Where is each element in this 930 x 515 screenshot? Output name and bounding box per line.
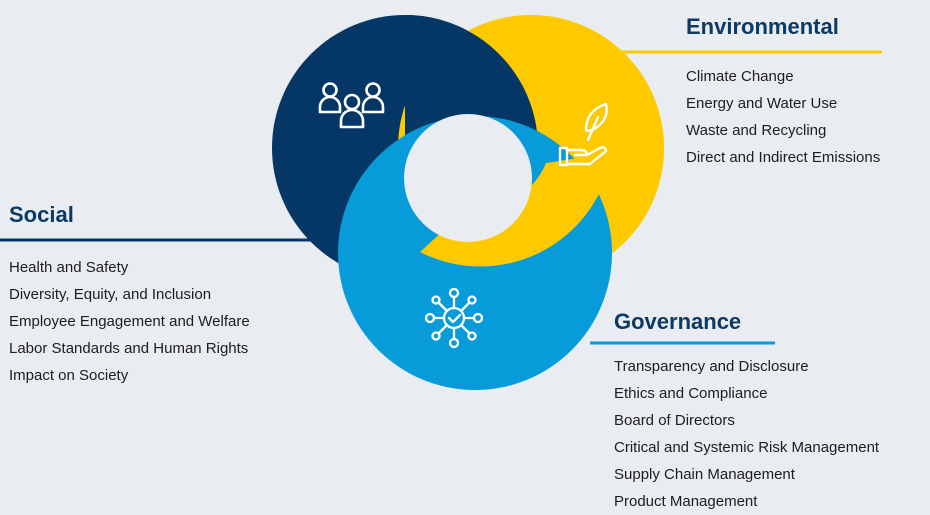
social-title: Social bbox=[9, 202, 74, 227]
social-item: Diversity, Equity, and Inclusion bbox=[9, 286, 212, 303]
governance-title: Governance bbox=[614, 309, 742, 334]
governance-item: Transparency and Disclosure bbox=[614, 358, 809, 375]
environmental-item: Waste and Recycling bbox=[686, 122, 827, 139]
governance-item: Product Management bbox=[614, 493, 758, 510]
governance-list: Transparency and Disclosure Ethics and C… bbox=[614, 353, 879, 515]
social-item: Labor Standards and Human Rights bbox=[9, 340, 249, 357]
governance-item: Board of Directors bbox=[614, 412, 735, 429]
social-list: Health and Safety Diversity, Equity, and… bbox=[9, 254, 250, 389]
social-overlap bbox=[405, 15, 538, 148]
network-check-icon bbox=[424, 287, 484, 349]
center-hole bbox=[404, 114, 532, 242]
governance-item: Critical and Systemic Risk Management bbox=[614, 439, 880, 456]
environmental-title: Environmental bbox=[686, 14, 839, 39]
environmental-item: Climate Change bbox=[686, 68, 794, 85]
hand-holding-leaf-icon bbox=[558, 102, 608, 167]
governance-item: Ethics and Compliance bbox=[614, 385, 768, 402]
social-item: Employee Engagement and Welfare bbox=[9, 313, 250, 330]
social-item: Health and Safety bbox=[9, 259, 129, 276]
social-item: Impact on Society bbox=[9, 367, 129, 384]
governance-item: Supply Chain Management bbox=[614, 466, 795, 483]
environmental-item: Energy and Water Use bbox=[686, 95, 838, 112]
environmental-list: Climate Change Energy and Water Use Wast… bbox=[686, 63, 880, 171]
environmental-item: Direct and Indirect Emissions bbox=[686, 149, 881, 166]
people-group-icon bbox=[318, 82, 385, 129]
